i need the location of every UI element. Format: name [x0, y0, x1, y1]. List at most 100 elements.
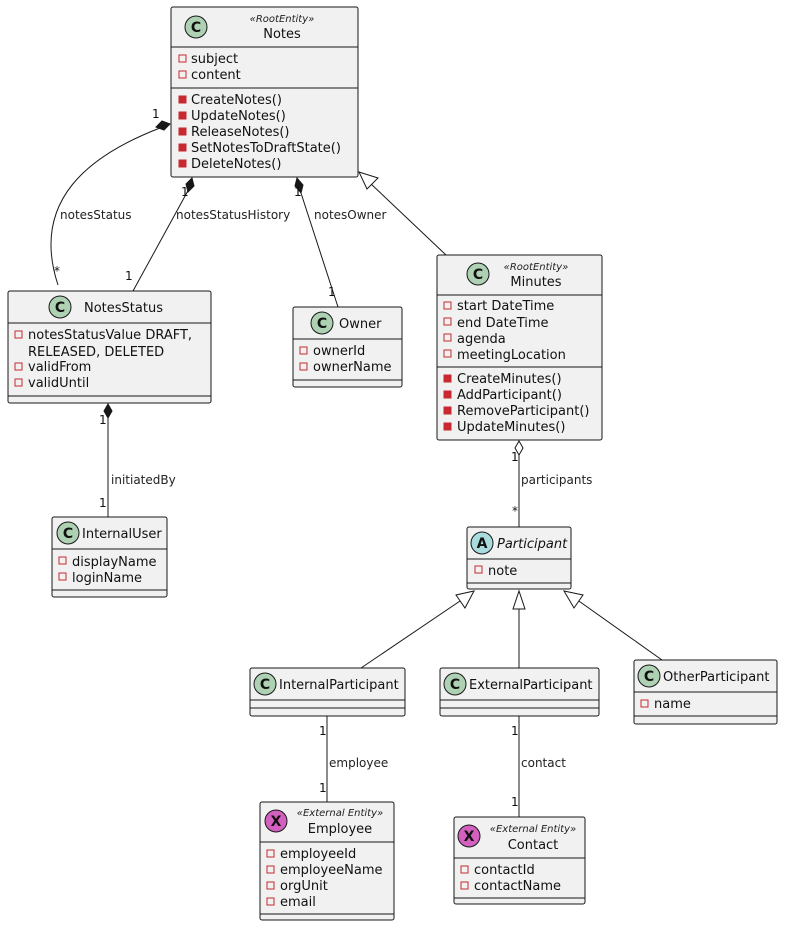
class-name: InternalUser — [82, 527, 162, 542]
private-field-icon — [443, 317, 452, 326]
field: displayName — [72, 555, 157, 570]
private-field-icon — [640, 699, 649, 708]
class-icon — [310, 311, 334, 335]
class-box — [436, 254, 603, 441]
mult-initiated-1-top: 1 — [99, 413, 107, 427]
private-method-icon — [178, 127, 187, 136]
class-icon — [253, 672, 277, 696]
field: contactId — [474, 863, 535, 878]
private-field-icon — [178, 70, 187, 79]
private-method-icon — [443, 390, 452, 399]
label-notesowner: notesOwner — [314, 208, 387, 222]
class-name: OtherParticipant — [663, 670, 770, 685]
aggregation-diamond — [514, 439, 524, 457]
stereotype: «RootEntity» — [504, 262, 569, 273]
method: AddParticipant() — [457, 388, 562, 403]
field-continuation: RELEASED, DELETED — [28, 345, 164, 360]
class-name: Contact — [508, 838, 559, 853]
label-notesstatushistory: notesStatusHistory — [176, 208, 290, 222]
class-name: Employee — [308, 822, 372, 837]
class-box — [439, 667, 600, 717]
class-box — [7, 290, 212, 404]
generalization-triangle — [512, 589, 526, 610]
private-method-icon — [178, 111, 187, 120]
private-field-icon — [14, 330, 23, 339]
class-box — [259, 801, 395, 921]
edge-notes-notesstatus-status — [50, 127, 161, 286]
method: CreateNotes() — [191, 93, 282, 108]
private-method-icon — [178, 159, 187, 168]
mult-notes-status-1: 1 — [152, 107, 160, 121]
field: email — [280, 895, 316, 910]
method: UpdateNotes() — [191, 109, 286, 124]
private-field-icon — [266, 897, 275, 906]
class-icon-letter: C — [644, 669, 654, 685]
class-name: Notes — [263, 27, 301, 42]
generalization-triangle — [358, 171, 379, 190]
stereotype: «External Entity» — [490, 824, 576, 835]
composition-diamond — [103, 402, 113, 420]
field: ownerId — [313, 344, 365, 359]
class-employee[interactable]: X «External Entity» Employee employeeId … — [259, 801, 395, 921]
private-method-icon — [443, 374, 452, 383]
abstract-class-icon — [470, 531, 494, 555]
label-initiatedby: initiatedBy — [111, 473, 176, 487]
private-method-icon — [443, 406, 452, 415]
class-icon-letter: C — [450, 677, 460, 693]
field: orgUnit — [280, 879, 328, 894]
class-name: NotesStatus — [84, 301, 163, 316]
method: ReleaseNotes() — [191, 125, 289, 140]
private-field-icon — [178, 54, 187, 63]
class-icon — [466, 262, 490, 286]
field: start DateTime — [457, 299, 554, 314]
private-field-icon — [266, 881, 275, 890]
class-minutes[interactable]: C «RootEntity» Minutes start DateTime en… — [436, 254, 603, 441]
class-icon-letter: C — [63, 526, 73, 542]
label-employee: employee — [329, 756, 388, 770]
class-icon — [56, 521, 80, 545]
edge-notes-owner — [299, 189, 339, 308]
class-notesstatus[interactable]: C NotesStatus notesStatusValue DRAFT, RE… — [7, 290, 212, 404]
field: name — [654, 697, 691, 712]
class-box — [453, 816, 586, 905]
label-contact: contact — [521, 756, 566, 770]
mult-contact-1-bottom: 1 — [511, 795, 519, 809]
class-icon-letter: C — [317, 316, 327, 332]
class-internaluser[interactable]: C InternalUser displayName loginName — [51, 516, 168, 598]
private-field-icon — [14, 378, 23, 387]
field: content — [191, 68, 241, 83]
field: agenda — [457, 332, 506, 347]
private-method-icon — [443, 422, 452, 431]
private-field-icon — [266, 865, 275, 874]
composition-diamond — [294, 176, 304, 195]
private-field-icon — [474, 565, 483, 574]
class-otherparticipant[interactable]: C OtherParticipant name — [633, 659, 778, 725]
method: CreateMinutes() — [457, 372, 562, 387]
external-entity-icon — [457, 824, 481, 848]
class-name: Owner — [339, 317, 382, 332]
label-notesstatus: notesStatus — [60, 208, 132, 222]
stereotype: «RootEntity» — [250, 14, 315, 25]
private-field-icon — [299, 346, 308, 355]
class-externalparticipant[interactable]: C ExternalParticipant — [439, 667, 600, 717]
class-internalparticipant[interactable]: C InternalParticipant — [249, 667, 406, 717]
mult-owner-1-bottom: 1 — [328, 285, 336, 299]
private-field-icon — [443, 349, 452, 358]
private-field-icon — [443, 333, 452, 342]
class-contact[interactable]: X «External Entity» Contact contactId co… — [453, 816, 586, 905]
method: DeleteNotes() — [191, 157, 281, 172]
mult-participants-star: * — [512, 504, 518, 518]
generalization-triangle — [455, 590, 475, 609]
private-field-icon — [58, 556, 67, 565]
mult-history-1-top: 1 — [181, 185, 189, 199]
mult-owner-1-top: 1 — [294, 185, 302, 199]
mult-notesstatus-star: * — [54, 264, 60, 278]
class-icon-letter: C — [473, 267, 483, 283]
class-icon-letter: C — [55, 300, 65, 316]
class-notes[interactable]: C «RootEntity» Notes subject content Cre… — [170, 6, 359, 178]
class-participant[interactable]: A Participant note — [466, 526, 572, 590]
class-owner[interactable]: C Owner ownerId ownerName — [292, 306, 403, 388]
private-field-icon — [266, 849, 275, 858]
field: end DateTime — [457, 316, 549, 331]
field: validUntil — [28, 376, 89, 391]
